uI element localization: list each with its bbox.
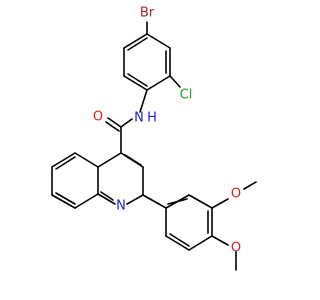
bond — [165, 235, 190, 251]
molecule-drawing: Br Cl N H O N O O — [51, 6, 257, 271]
bond — [188, 235, 213, 251]
bond — [243, 181, 257, 190]
bond — [107, 117, 122, 128]
bond — [55, 156, 76, 170]
bond — [51, 194, 76, 209]
bond — [169, 75, 181, 88]
bond — [97, 152, 122, 168]
bond — [146, 75, 171, 91]
carbonyl-oxygen-label: O — [93, 110, 103, 125]
structure-diagram: Br Cl N H O N O O — [51, 6, 257, 271]
bond — [211, 198, 229, 209]
bond — [74, 193, 99, 209]
atom-labels-layer: Br Cl N H O N O O — [93, 6, 241, 256]
bond — [142, 194, 167, 209]
bond — [74, 152, 99, 168]
methoxy-oxygen-label: O — [231, 187, 241, 202]
amide-hydrogen-label: H — [147, 111, 157, 126]
bond — [139, 89, 148, 113]
bonds-layer — [51, 21, 257, 271]
bond — [100, 191, 114, 201]
chlorine-atom-label: Cl — [180, 88, 193, 103]
bond — [211, 235, 229, 246]
bond — [124, 154, 142, 166]
bond — [169, 233, 190, 247]
bond — [123, 33, 148, 49]
bromine-atom-label: Br — [140, 6, 155, 21]
amide-nitrogen-label: N — [134, 111, 144, 126]
bond — [123, 75, 148, 91]
bond — [51, 152, 76, 168]
bond — [127, 73, 148, 87]
bond — [120, 118, 133, 128]
bond — [127, 37, 148, 51]
bond — [126, 194, 144, 205]
bond — [97, 193, 116, 205]
methoxy-oxygen-label: O — [231, 241, 241, 256]
bond — [55, 192, 76, 205]
quinoline-nitrogen-label: N — [116, 199, 126, 214]
bond — [188, 194, 213, 209]
bond — [105, 121, 120, 132]
bond — [167, 198, 188, 205]
bond — [146, 33, 171, 49]
